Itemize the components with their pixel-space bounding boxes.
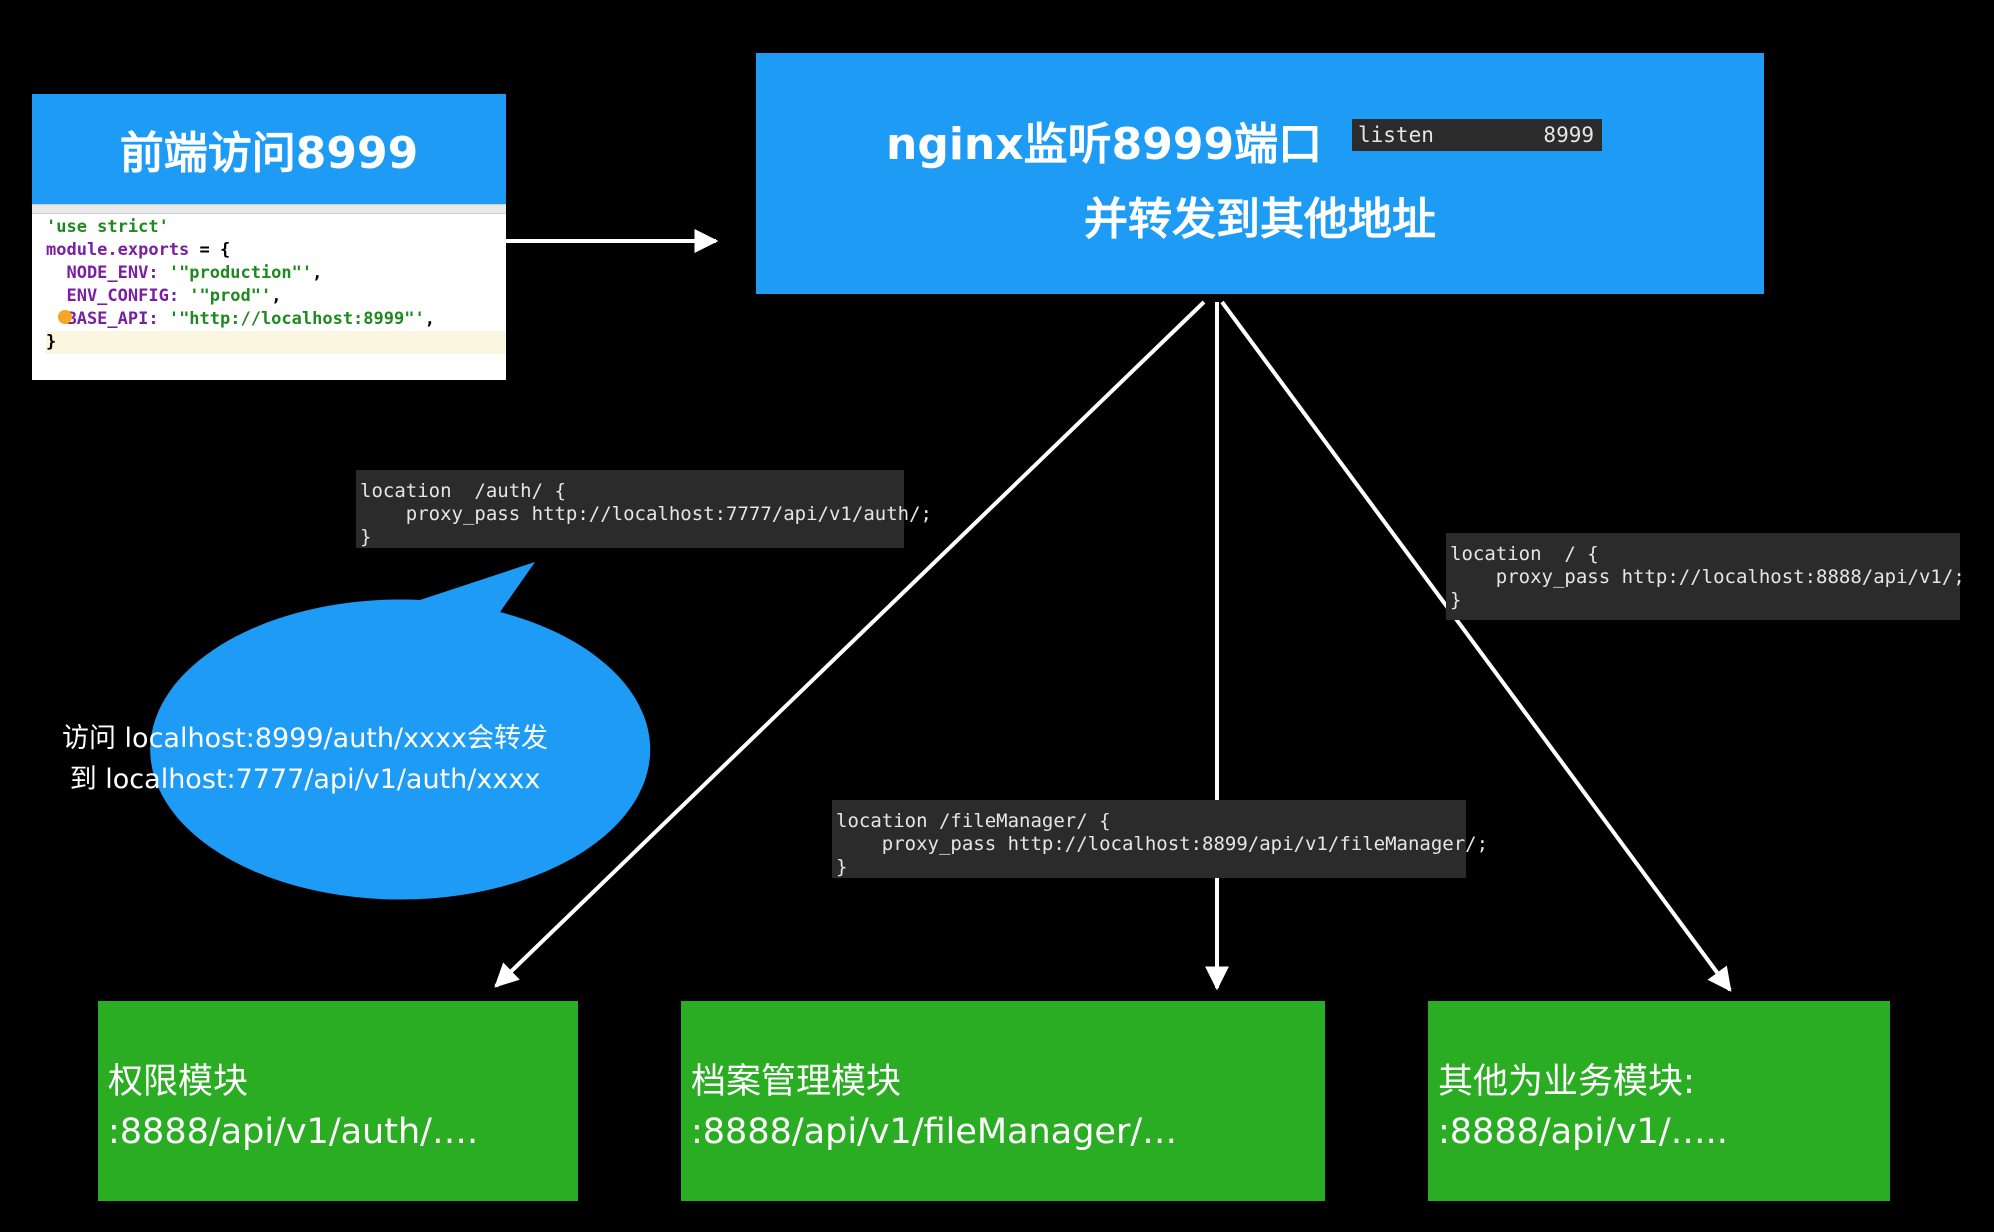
- frontend-code: 'use strict'module.exports = { NODE_ENV:…: [32, 216, 506, 380]
- module-filemanager-path: :8888/api/v1/fileManager/…: [691, 1112, 1178, 1152]
- listen-snippet: listen 8999: [1352, 119, 1602, 151]
- module-auth-name: 权限模块: [108, 1062, 249, 1102]
- code-line: ENV_CONFIG: '"prod"',: [46, 285, 506, 308]
- code-token: BASE_API:: [46, 309, 169, 329]
- module-filemanager-name: 档案管理模块: [691, 1062, 902, 1102]
- code-token: = {: [189, 240, 231, 260]
- filemanager-location-snippet: location /fileManager/ { proxy_pass http…: [832, 800, 1488, 878]
- code-line: 'use strict': [46, 216, 506, 239]
- arrow-nginx-to-auth: [494, 300, 1206, 988]
- nginx-subtitle: 并转发到其他地址: [1084, 194, 1436, 245]
- code-line: NODE_ENV: '"production"',: [46, 262, 506, 285]
- bubble-note: 访问 localhost:8999/auth/xxxx会转发 到 localho…: [40, 718, 570, 800]
- module-filemanager: 档案管理模块 :8888/api/v1/fileManager/…: [681, 1001, 1325, 1201]
- default-location-snippet: location / { proxy_pass http://localhost…: [1446, 533, 1965, 620]
- code-token: }: [46, 332, 57, 352]
- lint-warning-icon: [58, 310, 72, 324]
- auth-location-snippet: location /auth/ { proxy_pass http://loca…: [356, 470, 932, 548]
- bubble-line-2: 到 localhost:7777/api/v1/auth/xxxx: [69, 764, 541, 795]
- bubble-line-1: 访问 localhost:8999/auth/xxxx会转发: [61, 723, 549, 754]
- module-auth-path: :8888/api/v1/auth/….: [108, 1112, 479, 1152]
- module-other-name: 其他为业务模块:: [1438, 1062, 1695, 1102]
- code-token: ,: [424, 309, 435, 329]
- module-other: 其他为业务模块: :8888/api/v1/…..: [1428, 1001, 1890, 1201]
- code-token: '"production"': [168, 263, 313, 283]
- code-token: '"prod"': [189, 286, 272, 306]
- module-auth: 权限模块 :8888/api/v1/auth/….: [98, 1001, 578, 1201]
- code-token: ENV_CONFIG:: [46, 286, 190, 306]
- code-token: ,: [312, 263, 323, 283]
- listen-port: 8999: [1543, 123, 1594, 147]
- code-line: BASE_API: '"http://localhost:8999"',: [46, 308, 506, 331]
- code-token: '"http://localhost:8999"': [168, 309, 425, 329]
- nginx-title: nginx监听8999端口: [886, 119, 1323, 170]
- arrow-nginx-to-other: [1220, 300, 1732, 992]
- code-line: module.exports = {: [46, 239, 506, 262]
- listen-keyword: listen: [1358, 123, 1434, 147]
- code-token: module.exports: [46, 240, 190, 260]
- editor-toolbar: [32, 204, 506, 214]
- frontend-box: 前端访问8999 'use strict'module.exports = { …: [32, 94, 506, 380]
- module-other-path: :8888/api/v1/…..: [1438, 1112, 1728, 1152]
- code-token: ,: [271, 286, 282, 306]
- frontend-title: 前端访问8999: [32, 94, 506, 204]
- code-line: }: [46, 331, 506, 354]
- nginx-box: nginx监听8999端口 listen 8999 并转发到其他地址: [756, 53, 1764, 294]
- code-token: NODE_ENV:: [46, 263, 169, 283]
- code-token: 'use strict': [46, 217, 169, 237]
- speech-bubble: [150, 562, 651, 900]
